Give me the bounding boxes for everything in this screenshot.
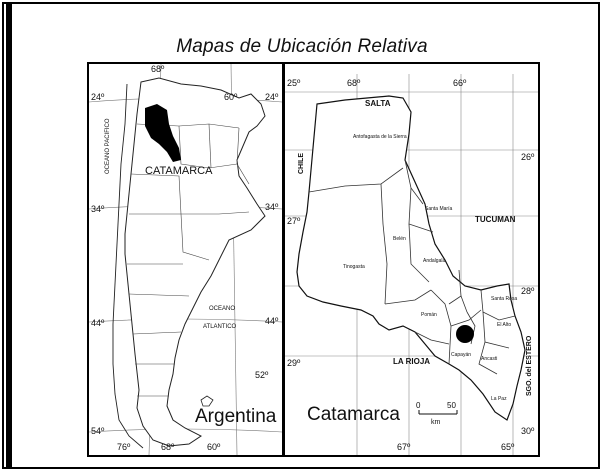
dept-tinogasta: Tinogasta [343, 264, 365, 270]
lat-label-left-44: 44º [91, 318, 105, 328]
lon-label-top-60: 60º [224, 92, 238, 102]
neighbor-tucuman: TUCUMAN [475, 215, 516, 224]
lat-label-right-24: 24º [265, 92, 279, 102]
neighbor-sgo-del-estero: SGO. del ESTERO [526, 335, 533, 396]
scale-bar: 0 50 km [416, 401, 458, 426]
capital-city-marker [456, 325, 474, 343]
lon-label-bottom-68: 68º [161, 442, 175, 452]
lat-label-right-44: 44º [265, 316, 279, 326]
lat-label-left-54: 54º [91, 426, 105, 436]
neighbor-la-rioja: LA RIOJA [393, 357, 430, 366]
catamarca-map-panel: 25º 27º 29º 26º 28º 30º 68º 66º 67º 65º … [283, 62, 540, 457]
scale-zero: 0 [416, 401, 421, 410]
page-title: Mapas de Ubicación Relativa [176, 36, 428, 57]
chile-coast [112, 83, 144, 449]
argentina-map-panel: 68º 60º 24º 34º 44º 54º 24º 34º 44º 52º … [87, 62, 284, 457]
falkland-islands [200, 395, 214, 407]
lat-label-left-25: 25º [287, 78, 301, 88]
lon-label-top-68: 68º [347, 78, 361, 88]
scale-unit: km [431, 419, 441, 426]
lon-label-top-66: 66º [453, 78, 467, 88]
frame-left-bar [6, 2, 12, 469]
dept-la-paz: La Paz [491, 396, 507, 402]
neighbor-chile: CHILE [298, 153, 305, 174]
catamarca-highlight [145, 104, 181, 162]
ocean-atlantic-label-1: OCEANO [209, 306, 235, 312]
dept-capayan: Capayán [451, 352, 471, 358]
dept-santa-rosa: Santa Rosa [491, 296, 517, 302]
lon-label-bottom-60: 60º [207, 442, 221, 452]
dept-poman: Pomán [421, 312, 437, 318]
lon-label-bottom-65: 65º [501, 442, 515, 452]
lon-label-bottom-76: 76º [117, 442, 131, 452]
province-borders [127, 123, 250, 397]
catamarca-label: CATAMARCA [145, 165, 213, 177]
dept-andalgala: Andalgalá [423, 258, 445, 264]
dept-el-alto: El Alto [497, 322, 511, 328]
dept-santa-maria: Santa María [425, 206, 452, 212]
department-borders [308, 159, 516, 375]
lat-label-right-28: 28º [521, 286, 535, 296]
outer-frame [2, 2, 600, 469]
dept-ancasti: Ancasti [481, 356, 497, 362]
ocean-atlantic-label-2: ATLANTICO [203, 324, 237, 330]
dept-belen: Belén [393, 236, 406, 242]
dept-antofagasta: Antofagasta de la Sierra [353, 134, 407, 140]
lat-label-right-34: 34º [265, 202, 279, 212]
scale-fifty: 50 [447, 401, 456, 410]
catamarca-map: 25º 27º 29º 26º 28º 30º 68º 66º 67º 65º … [285, 74, 538, 455]
lat-label-left-27: 27º [287, 216, 301, 226]
lat-label-left-24: 24º [91, 92, 105, 102]
lat-label-left-34: 34º [91, 204, 105, 214]
catamarca-map-name: Catamarca [307, 404, 400, 425]
lat-label-right-26: 26º [521, 152, 535, 162]
lat-label-right-30: 30º [521, 426, 535, 436]
neighbor-salta: SALTA [365, 99, 391, 108]
lat-label-right-52: 52º [255, 370, 269, 380]
ocean-pacific-label: OCEANO PACIFICO [105, 118, 111, 174]
argentina-map-name: Argentina [195, 406, 277, 427]
lon-label-top-68: 68º [151, 64, 165, 74]
lon-label-bottom-67: 67º [397, 442, 411, 452]
lat-label-left-29: 29º [287, 358, 301, 368]
argentina-map: 68º 60º 24º 34º 44º 54º 24º 34º 44º 52º … [89, 64, 282, 455]
argentina-outline [124, 77, 266, 447]
